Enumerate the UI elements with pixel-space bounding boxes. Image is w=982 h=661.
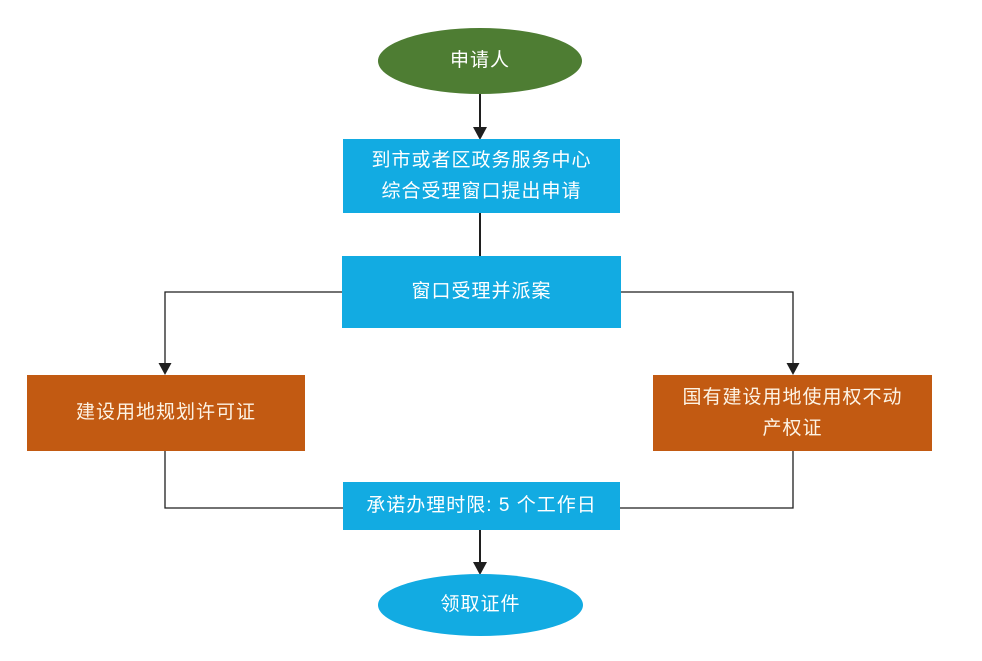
process-node-time-limit: 承诺办理时限: 5 个工作日 (343, 482, 620, 530)
end-node-receive-certificates: 领取证件 (378, 574, 583, 636)
process-node-submit-application: 到市或者区政务服务中心 综合受理窗口提出申请 (343, 139, 620, 213)
receive-label: 领取证件 (440, 594, 521, 616)
applicant-label: 申请人 (449, 50, 510, 72)
edge-permit-left-time-limit (164, 451, 344, 509)
submit-label-line2: 综合受理窗口提出申请 (381, 181, 582, 202)
result-node-planning-permit: 建设用地规划许可证 (27, 375, 305, 451)
arrowhead-receive (473, 562, 487, 575)
start-node-applicant: 申请人 (378, 28, 582, 94)
submit-label-line1: 到市或者区政务服务中心 (371, 149, 592, 171)
accept-label: 窗口受理并派案 (411, 281, 552, 303)
arrowhead-permit-right (786, 363, 800, 375)
permit-left-label: 建设用地规划许可证 (75, 402, 256, 424)
permit-right-label-line1: 国有建设用地使用权不动 (682, 386, 903, 408)
result-node-property-certificate: 国有建设用地使用权不动 产权证 (653, 375, 932, 451)
time-limit-label: 承诺办理时限: 5 个工作日 (366, 495, 597, 517)
edge-accept-permit-left (164, 291, 343, 364)
edge-permit-right-time-limit (619, 451, 794, 509)
arrowhead-submit (473, 127, 487, 140)
arrowhead-permit-left (158, 363, 172, 375)
edge-accept-permit-right (620, 291, 794, 364)
process-node-window-accept: 窗口受理并派案 (342, 256, 621, 328)
permit-right-label-line2: 产权证 (762, 418, 823, 439)
